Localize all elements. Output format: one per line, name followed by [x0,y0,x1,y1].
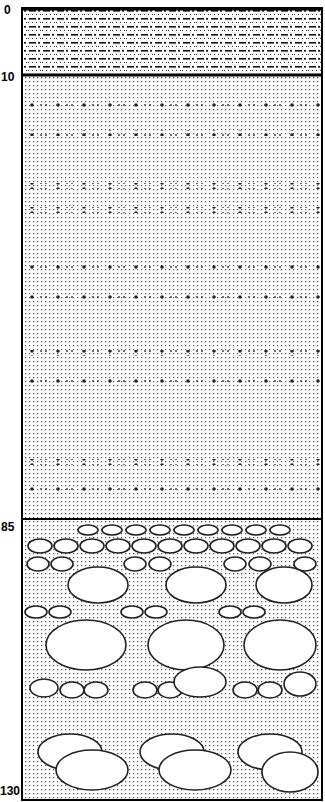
column-border [22,8,322,800]
clay-layer [22,8,322,75]
layer-boundary [22,8,322,11]
sand-layer [22,75,322,519]
depth-label: 0 [4,3,11,17]
depth-label: 85 [1,520,14,534]
gravel-layer [22,519,322,800]
depth-label: 130 [0,784,20,798]
layer-boundary [22,518,322,520]
layer-boundary [22,74,322,77]
pebbles [25,525,318,792]
depth-label: 10 [1,70,14,84]
dot-rows [24,102,320,493]
